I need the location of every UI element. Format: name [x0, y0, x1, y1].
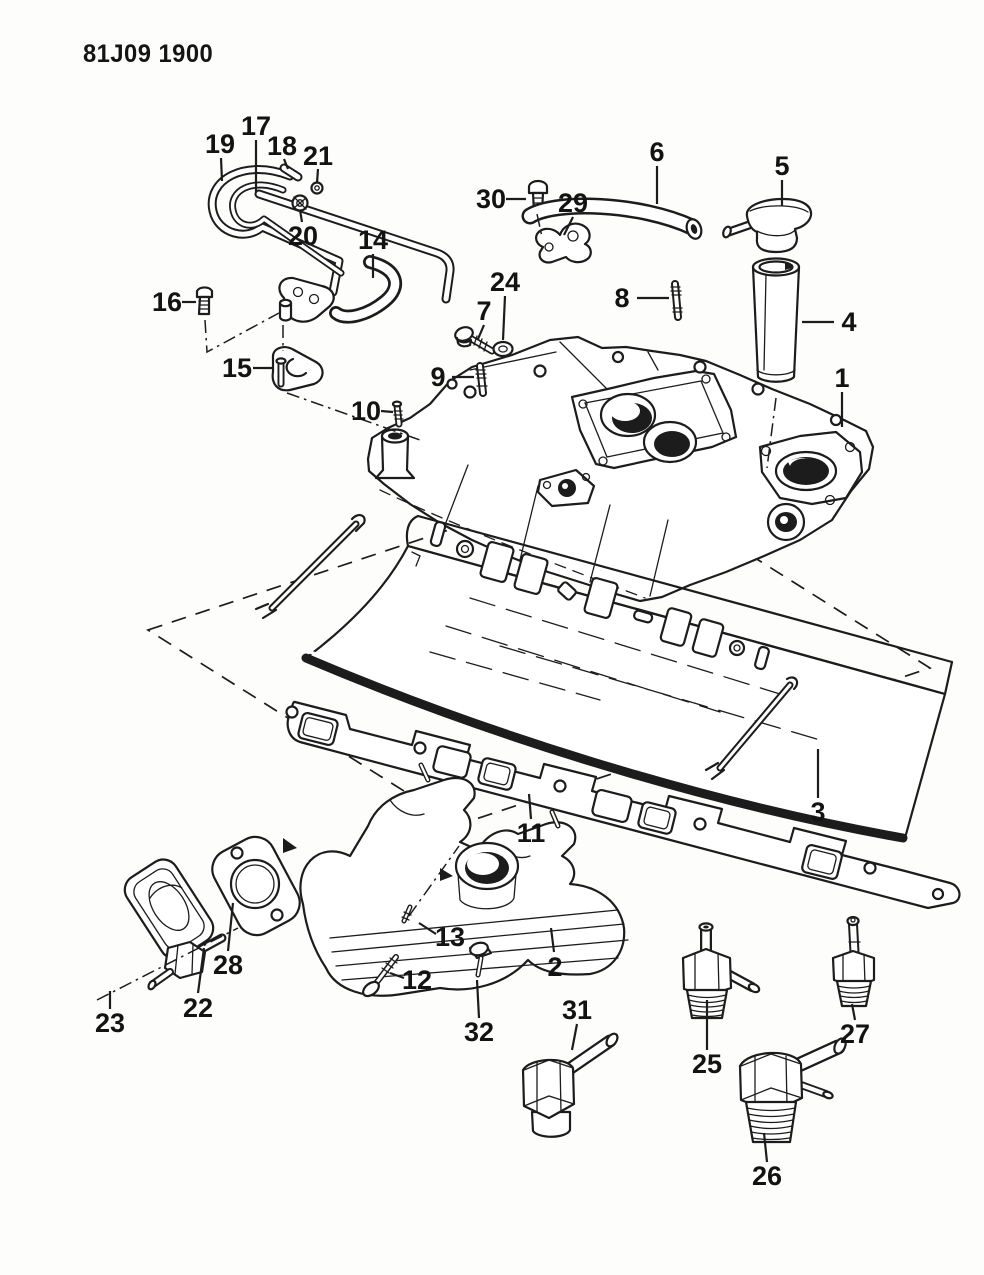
callout-15: 15 — [222, 353, 252, 383]
leader-lines — [96, 140, 857, 1163]
elbow-fitting-26-art — [738, 1037, 847, 1144]
callout-28: 28 — [213, 950, 243, 980]
leader-line-12 — [389, 971, 405, 980]
leader-line-27 — [850, 1003, 857, 1021]
leader-line-21 — [315, 168, 320, 184]
gasket-clip-left — [254, 513, 366, 620]
fitting-27-art — [831, 915, 876, 1008]
bolt-12-art — [362, 954, 399, 998]
callout-13: 13 — [435, 922, 465, 952]
filler-tube-4-art — [751, 257, 801, 383]
callout-27: 27 — [840, 1019, 870, 1049]
pcv-valve-5-art — [722, 197, 813, 254]
callout-10: 10 — [351, 396, 381, 426]
stud-9-art — [475, 362, 488, 397]
vacuum-fitting-25-art — [681, 922, 761, 1020]
heat-tube-bracket-15-art — [271, 346, 324, 392]
leader-line-15 — [286, 392, 421, 441]
callout-23: 23 — [95, 1008, 125, 1038]
screw-32-art — [468, 941, 493, 978]
callout-24: 24 — [490, 267, 520, 297]
callout-21: 21 — [303, 141, 333, 171]
callout-18: 18 — [267, 131, 297, 161]
exhaust-manifold-2-art — [283, 762, 629, 997]
valley-pan-ports — [429, 520, 770, 671]
leader-line-30 — [536, 213, 543, 238]
leader-line-23 — [96, 927, 239, 1001]
callout-12: 12 — [402, 965, 432, 995]
leader-line-10 — [380, 409, 394, 414]
leader-line-7 — [476, 324, 486, 340]
leader-line-20 — [298, 209, 304, 223]
leader-line-19 — [219, 157, 224, 182]
callout-20: 20 — [288, 221, 318, 251]
bracket-29-art — [535, 222, 592, 264]
leader-line-28 — [226, 902, 235, 952]
heat-tube-assembly-art — [207, 165, 455, 324]
leader-line-24 — [501, 295, 507, 341]
leader-line-4 — [766, 397, 777, 469]
callout-29: 29 — [558, 188, 588, 218]
valley-pan-art — [254, 513, 954, 843]
callout-9: 9 — [430, 362, 445, 392]
exhaust-outlet-flange-art — [123, 858, 215, 960]
callout-25: 25 — [692, 1049, 722, 1079]
exhaust-gasket-28-art — [211, 835, 301, 937]
gasket-ports — [297, 711, 843, 880]
callout-30: 30 — [476, 184, 506, 214]
stud-10-art — [391, 400, 404, 428]
gasket-clip-right — [704, 676, 799, 781]
callout-19: 19 — [205, 129, 235, 159]
callout-2: 2 — [547, 952, 562, 982]
callout-6: 6 — [649, 137, 664, 167]
callout-31: 31 — [562, 995, 592, 1025]
leader-line-31 — [570, 1023, 579, 1051]
callout-14: 14 — [358, 225, 388, 255]
elbow-fitting-31-art — [521, 1032, 619, 1138]
stud-8-art — [670, 280, 683, 321]
callout-32: 32 — [464, 1017, 494, 1047]
callout-11: 11 — [517, 818, 546, 848]
callout-17: 17 — [241, 111, 271, 141]
hose-6-art — [521, 197, 703, 240]
callout-4: 4 — [841, 307, 856, 337]
manifold-gasket-art — [285, 700, 961, 910]
upper-left-fasteners-art — [195, 163, 324, 316]
intake-manifold-art — [366, 335, 875, 603]
callout-22: 22 — [183, 993, 213, 1023]
leader-line-29 — [563, 216, 574, 236]
callout-1: 1 — [834, 363, 849, 393]
bolt-7-art — [454, 326, 496, 355]
leader-line-16 — [204, 312, 280, 354]
washer-24-art — [492, 340, 514, 358]
document-code: 81J09 1900 — [83, 40, 214, 68]
callout-16: 16 — [152, 287, 182, 317]
leader-line-18 — [282, 158, 290, 170]
callout-8: 8 — [614, 283, 629, 313]
leader-line-2 — [549, 927, 556, 953]
leader-line-13 — [418, 922, 437, 935]
leader-line-11 — [527, 793, 533, 820]
callout-5: 5 — [774, 151, 789, 181]
leader-line-26 — [762, 1132, 769, 1163]
callout-7: 7 — [476, 296, 491, 326]
callout-26: 26 — [752, 1161, 782, 1191]
callout-3: 3 — [810, 797, 825, 827]
leader-line-32 — [475, 979, 481, 1019]
leader-line-22 — [196, 947, 206, 994]
